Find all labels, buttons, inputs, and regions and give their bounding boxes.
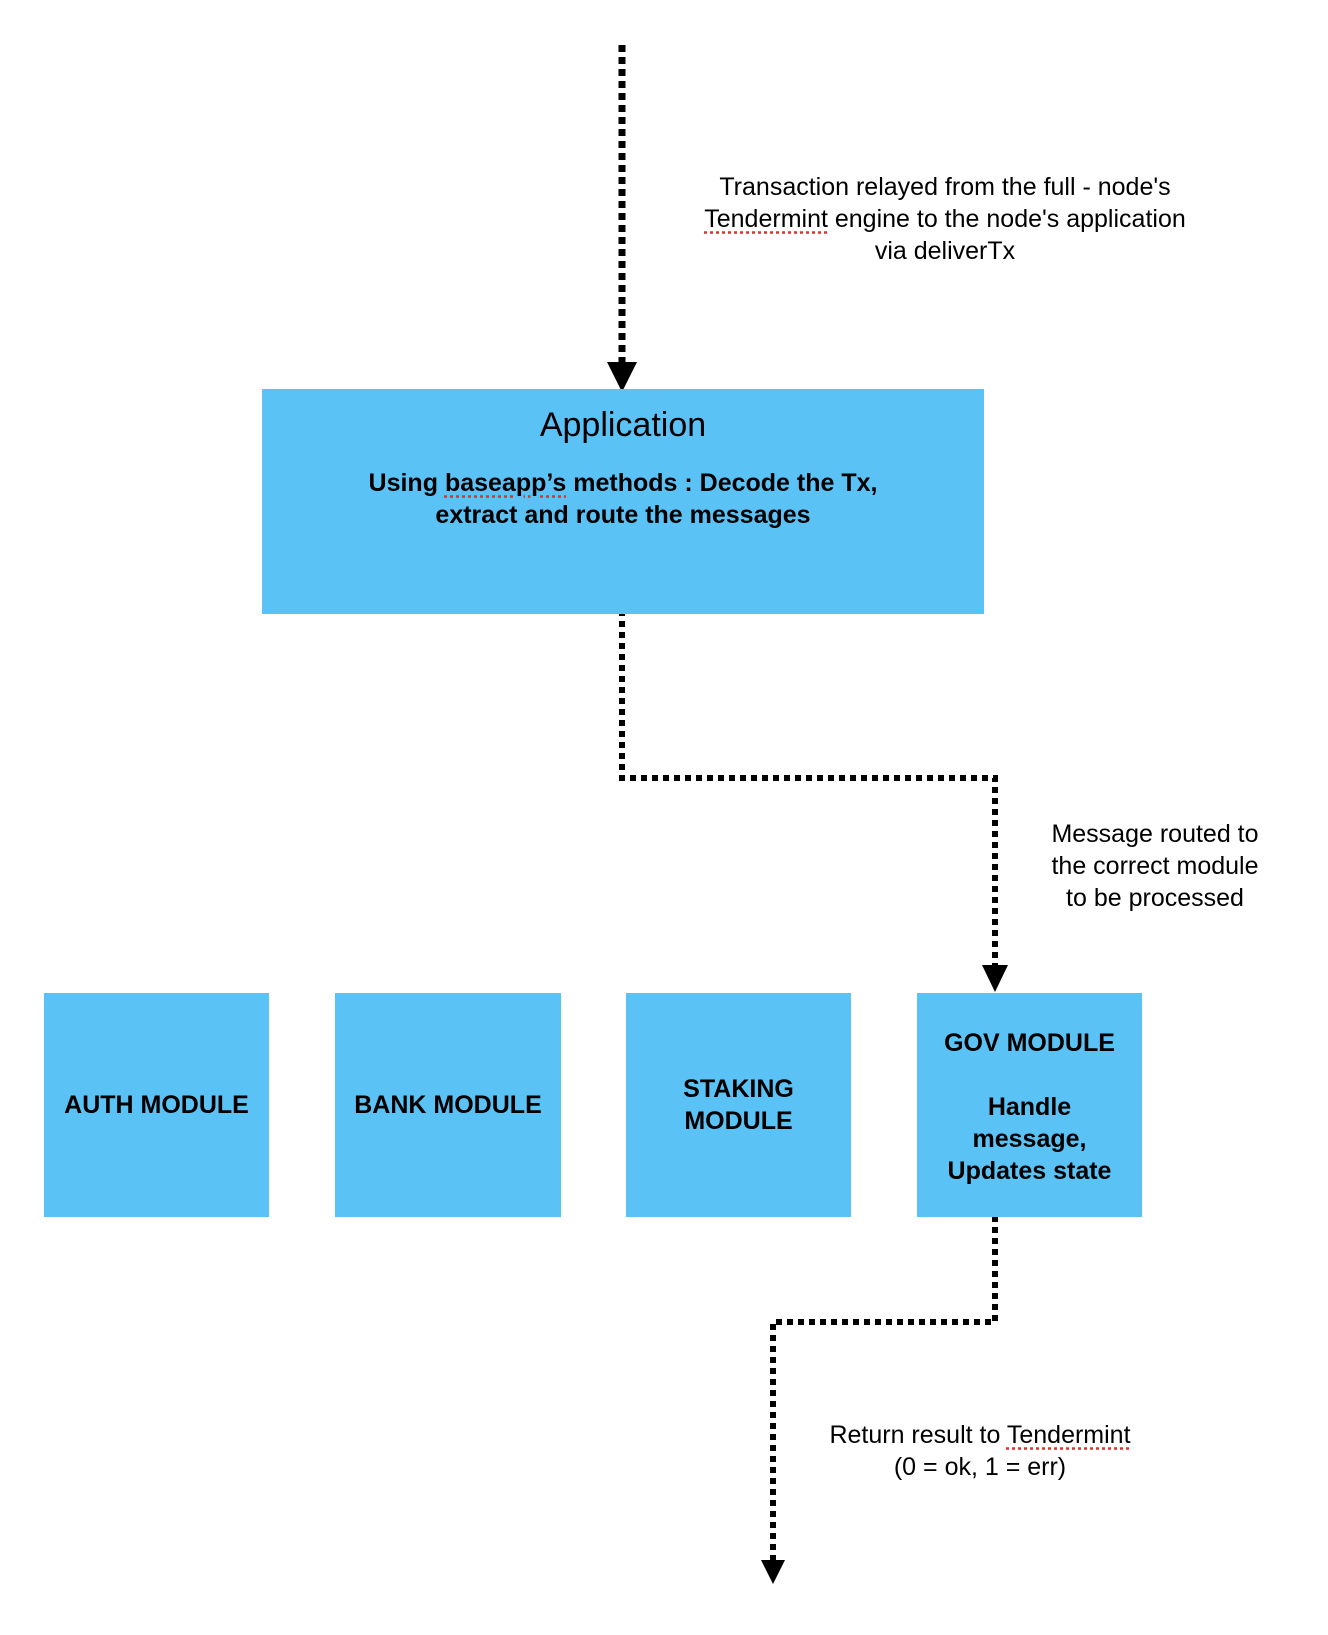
application-desc-line-2: extract and route the messages xyxy=(435,501,811,529)
tendermint-word-result: Tendermint xyxy=(1006,1421,1131,1449)
result-note-line-1: Return result to Tendermint xyxy=(800,1419,1160,1451)
application-desc-pre: Using xyxy=(368,469,445,497)
staking-module-label-line-2: MODULE xyxy=(684,1107,793,1135)
application-desc-rest: methods : Decode the Tx, xyxy=(566,469,878,497)
result-arrow-line xyxy=(770,1205,998,1560)
message-routed-note: Message routed to the correct module to … xyxy=(1030,818,1280,914)
routed-note-line-2: the correct module xyxy=(1051,852,1259,880)
result-note-line-2: (0 = ok, 1 = err) xyxy=(893,1453,1067,1481)
return-result-note: Return result to Tendermint (0 = ok, 1 =… xyxy=(800,1419,1160,1483)
incoming-arrowhead xyxy=(607,362,637,392)
gov-module-line-3: Updates state xyxy=(947,1157,1112,1185)
gov-module-line-2: message, xyxy=(972,1125,1087,1153)
application-description: Using baseapp’s methods : Decode the Tx,… xyxy=(262,467,984,531)
gov-module-box: GOV MODULE Handle message, Updates state xyxy=(917,993,1142,1217)
tendermint-word: Tendermint xyxy=(704,205,828,233)
baseapp-word: baseapp’s xyxy=(444,469,567,497)
bank-module-box: BANK MODULE xyxy=(335,993,561,1217)
gov-module-line-1: Handle xyxy=(987,1093,1072,1121)
routed-note-line-3: to be processed xyxy=(1066,884,1244,912)
gov-module-title: GOV MODULE xyxy=(944,1029,1115,1057)
bank-module-label: BANK MODULE xyxy=(354,1091,542,1119)
result-arrowhead xyxy=(761,1560,785,1584)
staking-module-label-line-1: STAKING xyxy=(683,1075,794,1103)
routed-note-line-1: Message routed to xyxy=(1051,820,1259,848)
incoming-note-line-1: Transaction relayed from the full - node… xyxy=(719,173,1171,201)
incoming-transaction-note: Transaction relayed from the full - node… xyxy=(660,171,1230,267)
result-note-pre: Return result to xyxy=(829,1421,1007,1449)
incoming-note-line-2-rest: engine to the node's application xyxy=(827,205,1186,233)
route-arrow-line xyxy=(619,610,998,965)
staking-module-box: STAKING MODULE xyxy=(626,993,851,1217)
incoming-note-line-2: Tendermint engine to the node's applicat… xyxy=(660,203,1230,235)
application-desc-line-1: Using baseapp’s methods : Decode the Tx, xyxy=(262,467,984,499)
auth-module-box: AUTH MODULE xyxy=(44,993,269,1217)
application-title: Application xyxy=(539,406,707,444)
application-box: Application Using baseapp’s methods : De… xyxy=(262,389,984,614)
auth-module-label: AUTH MODULE xyxy=(64,1091,249,1119)
incoming-note-line-3: via deliverTx xyxy=(874,237,1016,265)
route-arrowhead xyxy=(982,965,1008,992)
